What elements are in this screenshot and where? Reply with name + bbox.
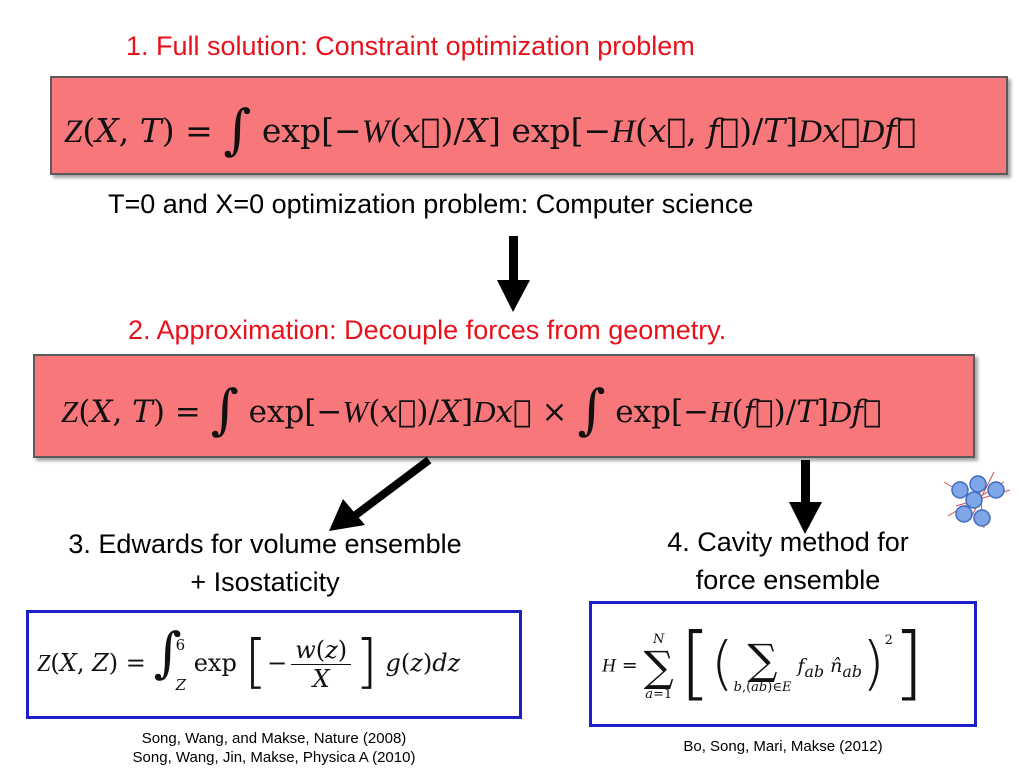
step4-title-line2: force ensemble (695, 565, 881, 595)
step2-title: 2. Approximation: Decouple forces from g… (128, 315, 727, 345)
cavity-equation-box: H = N∑a=1 [(∑b,(ab)∈E fab n̂ab)2] (589, 601, 977, 727)
force-hamiltonian-equation: H = N∑a=1 [(∑b,(ab)∈E fab n̂ab)2] (602, 616, 925, 709)
step3-title-line2: + Isostaticity (190, 567, 340, 597)
full-solution-equation-box: Z(X, T) = ∫ exp[−W(x⃗)/X] exp[−H(x⃗, f⃗)… (50, 76, 1008, 175)
step3-reference-line1: Song, Wang, and Makse, Nature (2008) (141, 730, 407, 747)
arrow-down-icon (789, 460, 822, 534)
arrow-down-left-icon (329, 456, 432, 531)
step3-reference-line2: Song, Wang, Jin, Makse, Physica A (2010) (132, 749, 416, 766)
step1-subtitle: T=0 and X=0 optimization problem: Comput… (108, 189, 754, 219)
full-partition-function-equation: Z(X, T) = ∫ exp[−W(x⃗)/X] exp[−H(x⃗, f⃗)… (64, 98, 917, 161)
arrow-down-icon (497, 236, 530, 312)
step3-title-line1: 3. Edwards for volume ensemble (68, 529, 462, 559)
step4-title-line1: 4. Cavity method for (667, 527, 909, 557)
step4-reference: Bo, Song, Mari, Makse (2012) (683, 738, 883, 755)
step1-title: 1. Full solution: Constraint optimizatio… (126, 31, 695, 61)
decoupled-partition-function-equation: Z(X, T) = ∫ exp[−W(x⃗)/X]Dx⃗ × ∫ exp[−H(… (61, 378, 882, 441)
decoupled-equation-box: Z(X, T) = ∫ exp[−W(x⃗)/X]Dx⃗ × ∫ exp[−H(… (33, 354, 975, 458)
particle-cluster-icon (943, 471, 1011, 529)
